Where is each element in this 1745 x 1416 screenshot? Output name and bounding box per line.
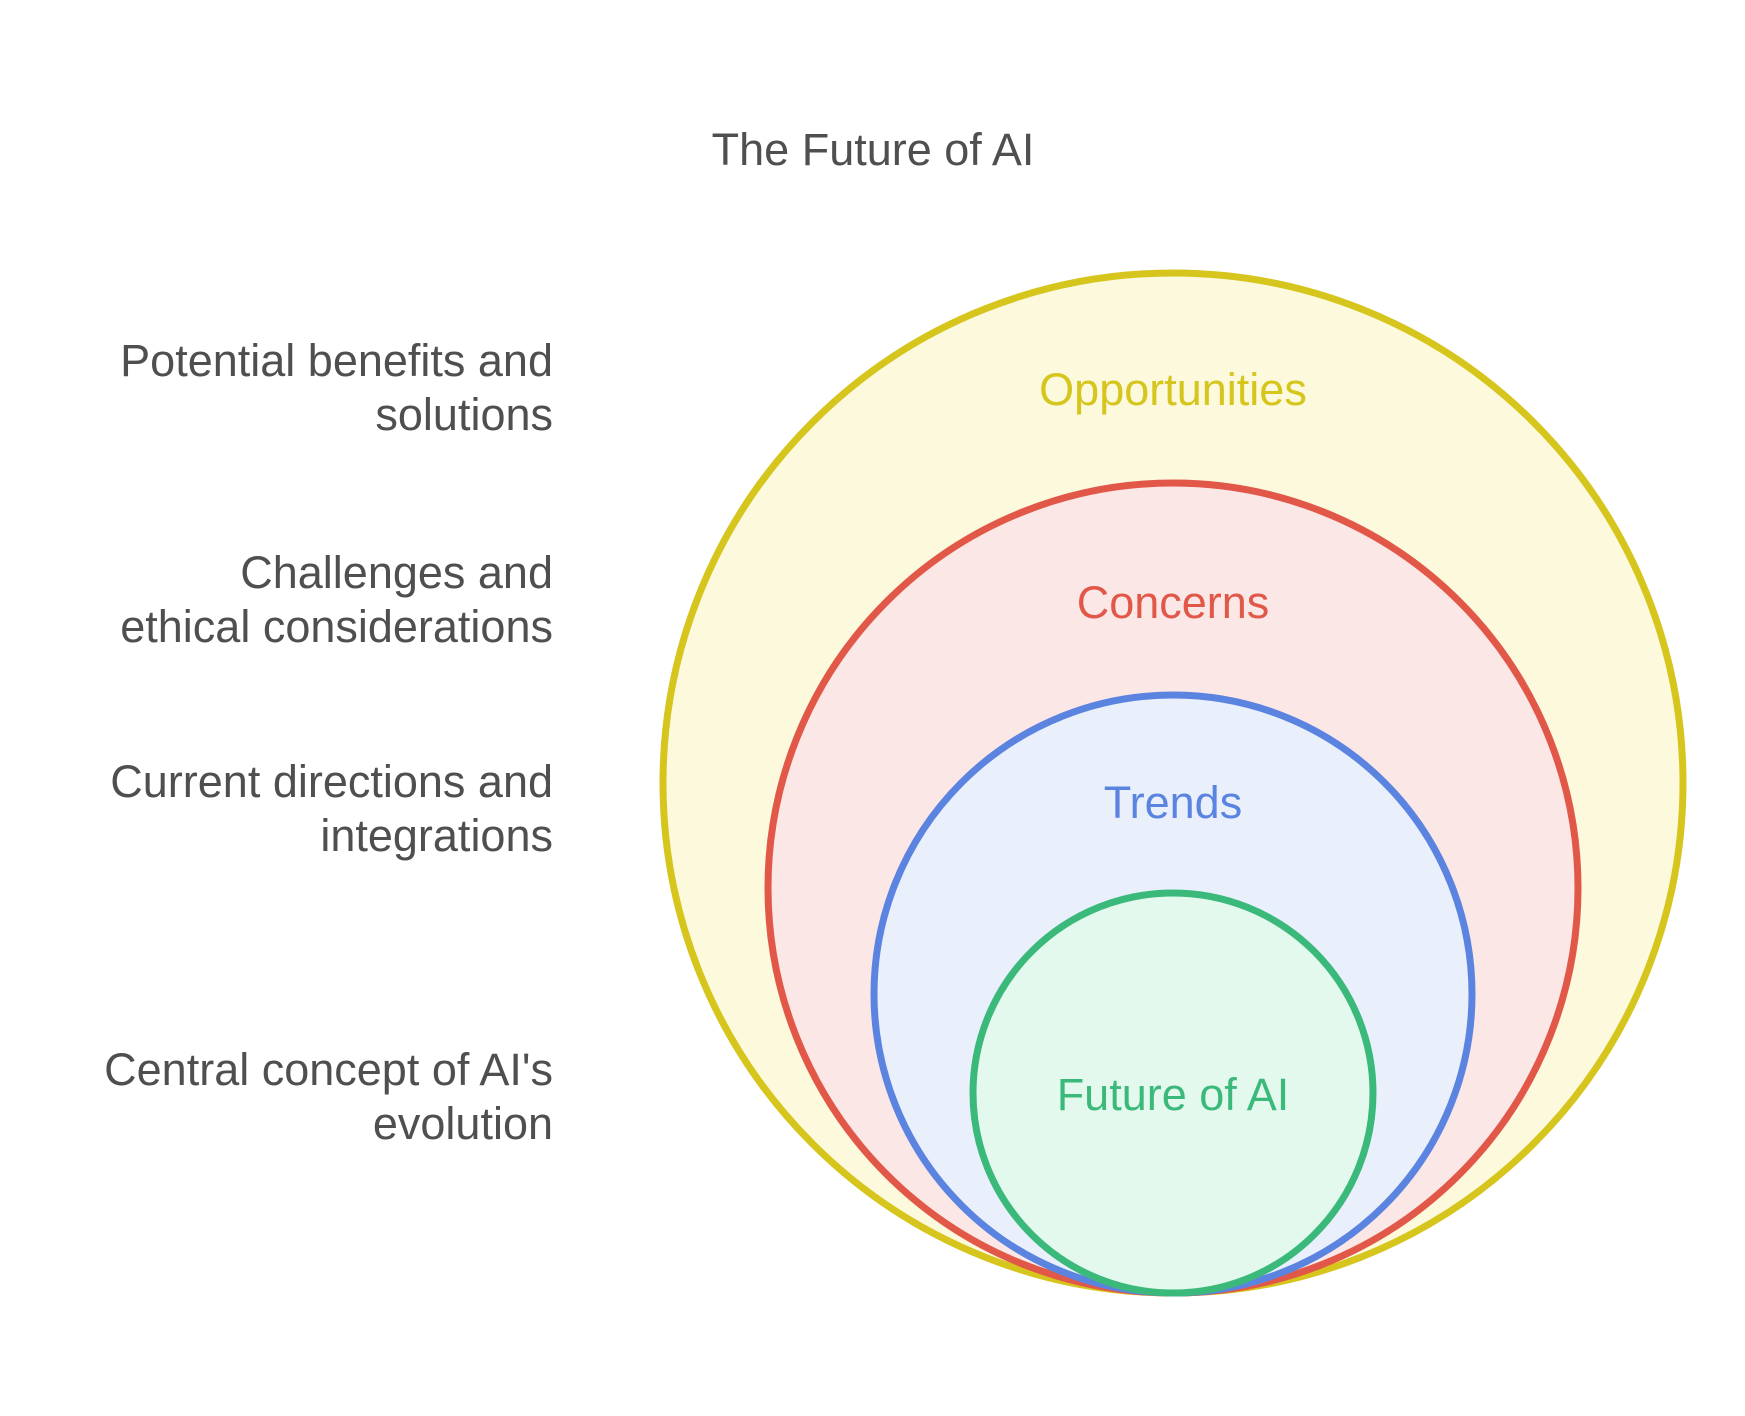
- ring-label-concerns: Concerns: [1076, 577, 1270, 628]
- ring-label-trends: Trends: [1103, 777, 1243, 828]
- annotation-concerns: Challenges and ethical considerations: [120, 547, 553, 652]
- diagram-title: The Future of AI: [711, 124, 1035, 175]
- ring-label-future-of-ai: Future of AI: [1056, 1069, 1290, 1120]
- annotation-future-of-ai: Central concept of AI's evolution: [104, 1044, 553, 1149]
- annotation-trends: Current directions and integrations: [110, 756, 553, 861]
- annotation-opportunities: Potential benefits and solutions: [120, 335, 553, 440]
- ring-circle-future-of-ai: [969, 889, 1377, 1297]
- ring-label-opportunities: Opportunities: [1039, 364, 1307, 415]
